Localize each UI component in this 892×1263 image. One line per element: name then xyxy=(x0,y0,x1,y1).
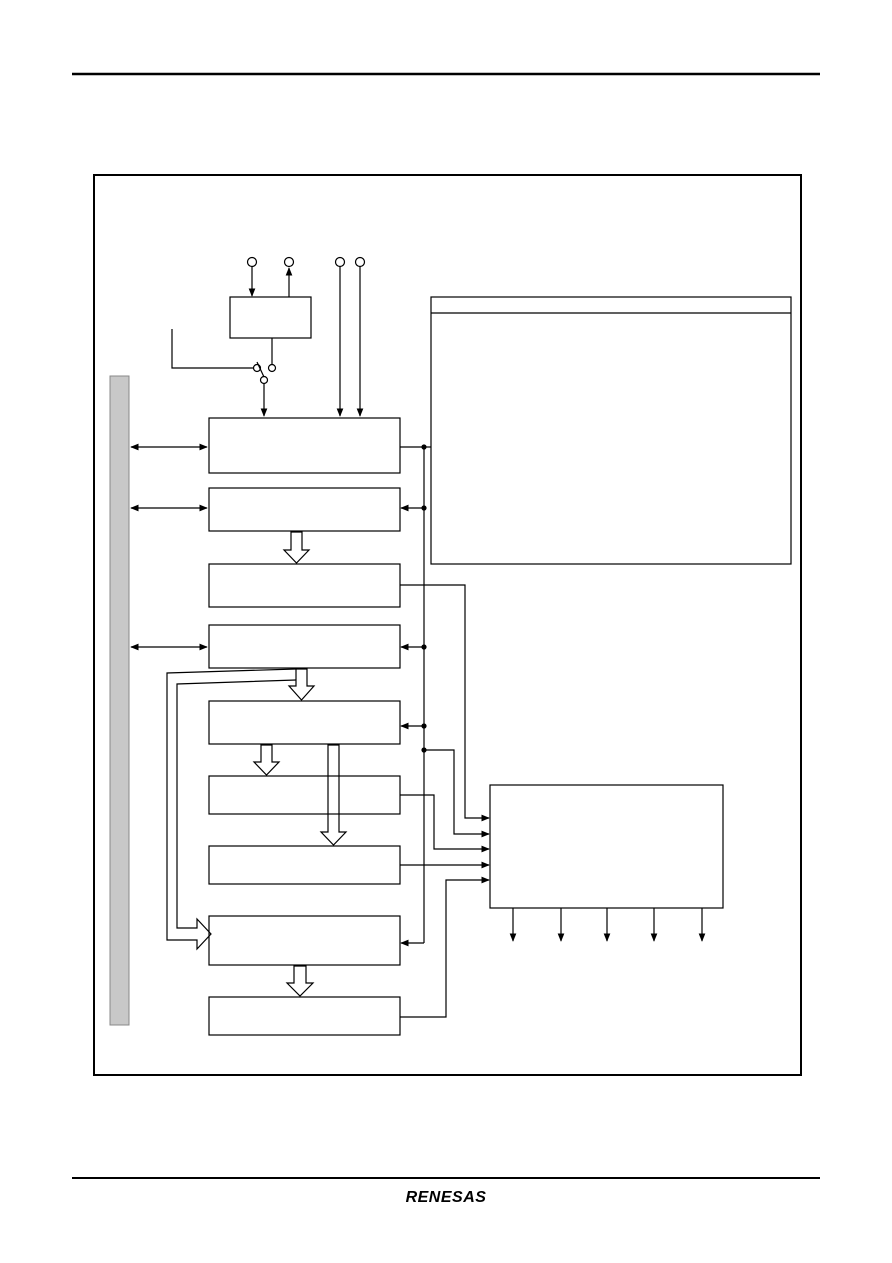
signal-line xyxy=(400,876,490,1018)
junction-dot xyxy=(421,644,427,650)
data-flow-arrow xyxy=(287,668,316,701)
junction-dot xyxy=(421,505,427,511)
pin-circle xyxy=(246,256,258,268)
junction-dot xyxy=(421,444,427,450)
block-3 xyxy=(208,563,401,608)
diagram-frame xyxy=(93,174,802,1076)
block-7 xyxy=(208,845,401,885)
block-1 xyxy=(208,417,401,474)
block-5 xyxy=(208,700,401,745)
feedback-path xyxy=(166,668,297,951)
block-8 xyxy=(208,915,401,966)
data-flow-arrow xyxy=(282,531,311,564)
signal-line xyxy=(400,794,490,853)
output-block xyxy=(489,784,724,909)
switch-contact xyxy=(252,363,262,373)
signal-line xyxy=(424,749,490,838)
block-4 xyxy=(208,624,401,669)
data-flow-arrow xyxy=(252,744,281,776)
junction-dot xyxy=(421,723,427,729)
oscillator-block xyxy=(229,296,312,339)
data-flow-arrow xyxy=(285,965,315,997)
register-panel xyxy=(430,296,792,565)
switch-lever xyxy=(256,361,265,378)
switch-contact xyxy=(267,363,277,373)
data-flow-arrow xyxy=(319,744,348,846)
renesas-logo: RENESAS xyxy=(405,1189,487,1206)
external-clock-line xyxy=(171,329,253,369)
switch-pivot xyxy=(259,375,269,385)
block-9 xyxy=(208,996,401,1036)
signal-line xyxy=(400,584,490,822)
internal-bus xyxy=(109,375,130,1026)
pin-circle xyxy=(283,256,295,268)
block-2 xyxy=(208,487,401,532)
pin-circle xyxy=(354,256,366,268)
pin-circle xyxy=(334,256,346,268)
block-6 xyxy=(208,775,401,815)
